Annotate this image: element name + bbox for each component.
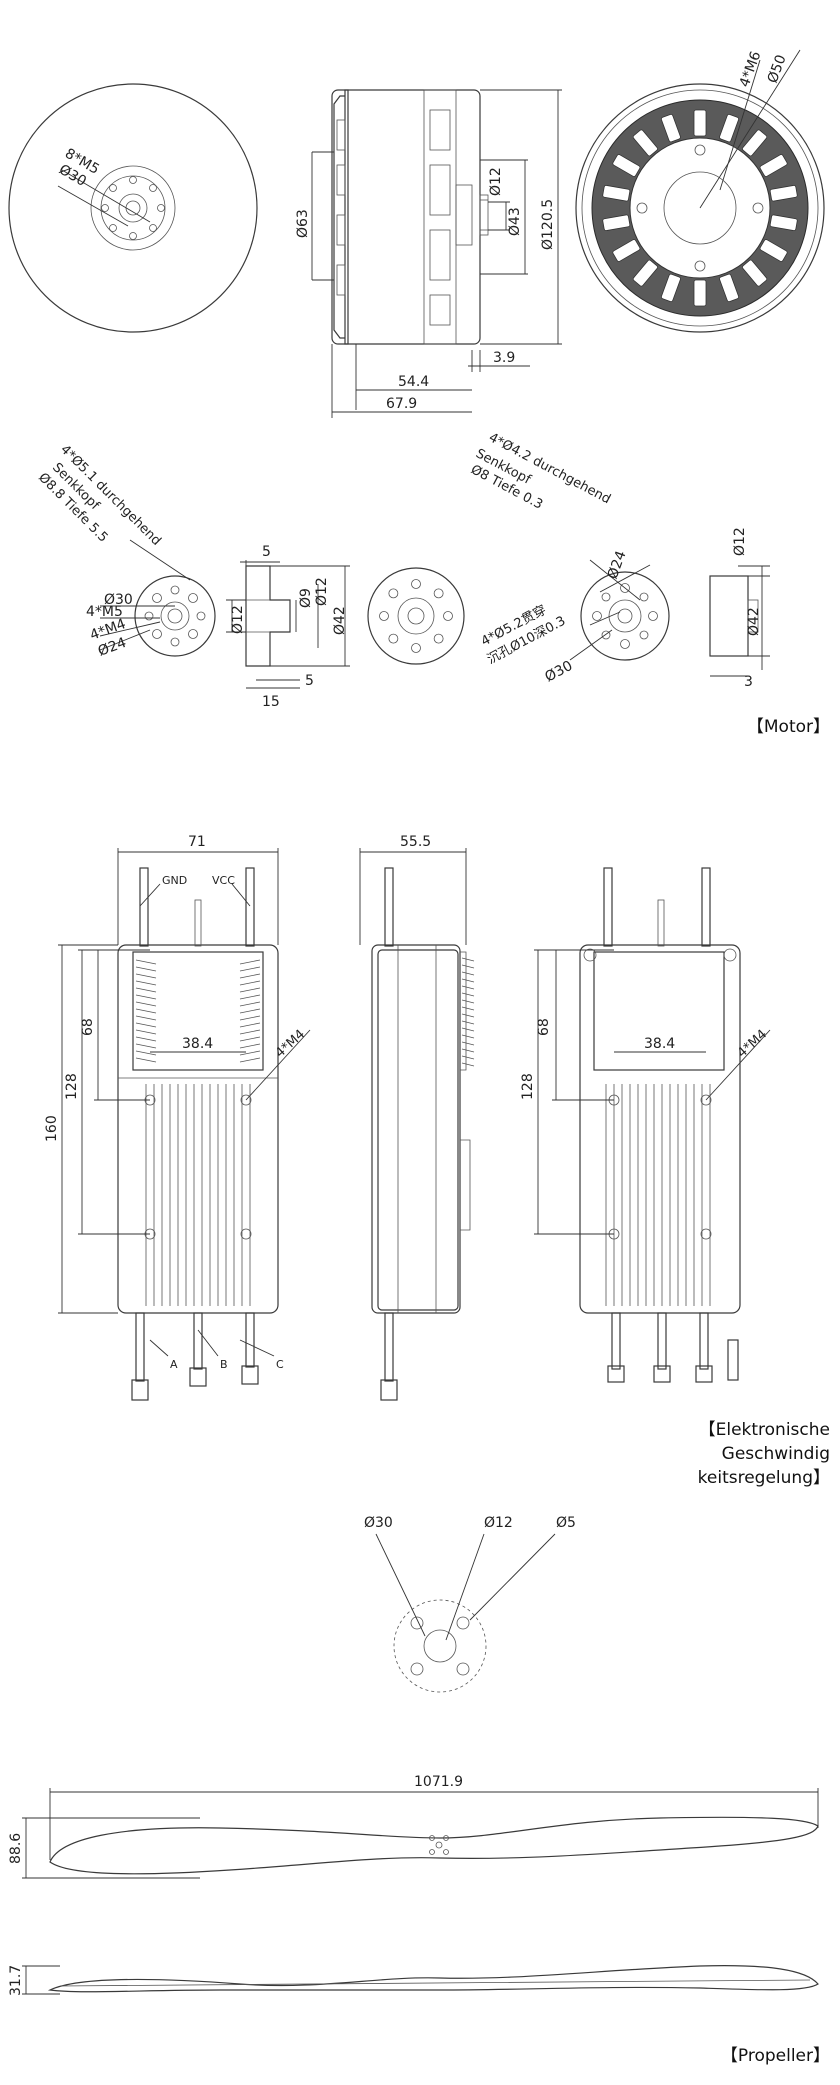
esc-front-h160: 160 bbox=[44, 1115, 60, 1142]
motor-side-d12: Ø12 bbox=[488, 167, 504, 196]
esc-front-b: B bbox=[220, 1358, 228, 1371]
esc-front-h68: 68 bbox=[80, 1018, 96, 1036]
mount-right-d30: Ø30 bbox=[542, 658, 575, 686]
mount-left-view bbox=[99, 539, 216, 657]
mount-side2-d12: Ø12 bbox=[732, 527, 748, 556]
esc-front-w71: 71 bbox=[188, 834, 206, 850]
motor-side-d43: Ø43 bbox=[507, 207, 523, 236]
esc-back-h128: 128 bbox=[520, 1073, 536, 1100]
esc-side-view bbox=[359, 848, 475, 1401]
mount-side-d42: Ø42 bbox=[332, 606, 348, 635]
propeller-section-label: 【Propeller】 bbox=[720, 2046, 830, 2066]
motor-back-holes: 4*M6 bbox=[737, 49, 765, 89]
esc-back-h68: 68 bbox=[536, 1018, 552, 1036]
mount-side-d12r: Ø12 bbox=[314, 577, 330, 606]
mount-side-view bbox=[226, 560, 350, 689]
esc-front-a: A bbox=[170, 1358, 178, 1371]
esc-front-h128: 128 bbox=[64, 1073, 80, 1100]
mount-side2-view bbox=[709, 565, 770, 677]
mount-side-d9: Ø9 bbox=[298, 588, 314, 608]
propeller-top-view bbox=[22, 1788, 819, 1879]
propeller-thick: 31.7 bbox=[8, 1965, 24, 1996]
mount-side2-w3: 3 bbox=[744, 674, 753, 690]
esc-section-label-line3: keitsregelung】 bbox=[697, 1468, 830, 1488]
mount-side-b15: 15 bbox=[262, 694, 280, 710]
motor-front-view bbox=[8, 83, 258, 333]
esc-section-label-line1: 【Elektronische bbox=[698, 1420, 830, 1440]
esc-front-gnd: GND bbox=[162, 874, 187, 887]
propeller-hub-view bbox=[375, 1533, 556, 1693]
mount-left-d30: Ø30 bbox=[104, 592, 133, 608]
hub-d12: Ø12 bbox=[484, 1515, 513, 1531]
esc-back-view bbox=[534, 867, 771, 1383]
esc-front-vcc: VCC bbox=[212, 874, 235, 887]
esc-front-c: C bbox=[276, 1358, 284, 1371]
mount-side-b5: 5 bbox=[305, 673, 314, 689]
motor-side-w679: 67.9 bbox=[386, 396, 417, 412]
esc-front-view bbox=[58, 848, 311, 1401]
hub-d5: Ø5 bbox=[556, 1515, 576, 1531]
propeller-side-view bbox=[22, 1965, 819, 1995]
motor-side-w544: 54.4 bbox=[398, 374, 429, 390]
esc-side-w555: 55.5 bbox=[400, 834, 431, 850]
motor-side-view bbox=[311, 89, 562, 418]
motor-section-label: 【Motor】 bbox=[746, 717, 830, 737]
motor-side-d63: Ø63 bbox=[295, 209, 311, 238]
esc-section-label-line2: Geschwindig bbox=[721, 1444, 830, 1464]
esc-front-w384: 38.4 bbox=[182, 1036, 213, 1052]
mount-side-top5: 5 bbox=[262, 544, 271, 560]
mount-right-view bbox=[569, 559, 670, 661]
mount-center-view bbox=[367, 567, 465, 665]
motor-back-d50: Ø50 bbox=[765, 53, 790, 86]
motor-back-view bbox=[575, 49, 825, 333]
mount-side2-d42: Ø42 bbox=[746, 607, 762, 636]
motor-side-w39: 3.9 bbox=[493, 350, 515, 366]
mount-right-d24: Ø24 bbox=[605, 549, 630, 582]
propeller-width: 88.6 bbox=[8, 1833, 24, 1864]
hub-d30: Ø30 bbox=[364, 1515, 393, 1531]
mount-left-note1: 4*Ø5.1 durchgehend bbox=[57, 442, 164, 549]
esc-back-w384: 38.4 bbox=[644, 1036, 675, 1052]
mount-left-m5: 4*M5 bbox=[86, 604, 123, 620]
mount-side-d12l: Ø12 bbox=[230, 605, 246, 634]
motor-side-d120: Ø120.5 bbox=[540, 199, 556, 250]
propeller-length: 1071.9 bbox=[414, 1774, 463, 1790]
